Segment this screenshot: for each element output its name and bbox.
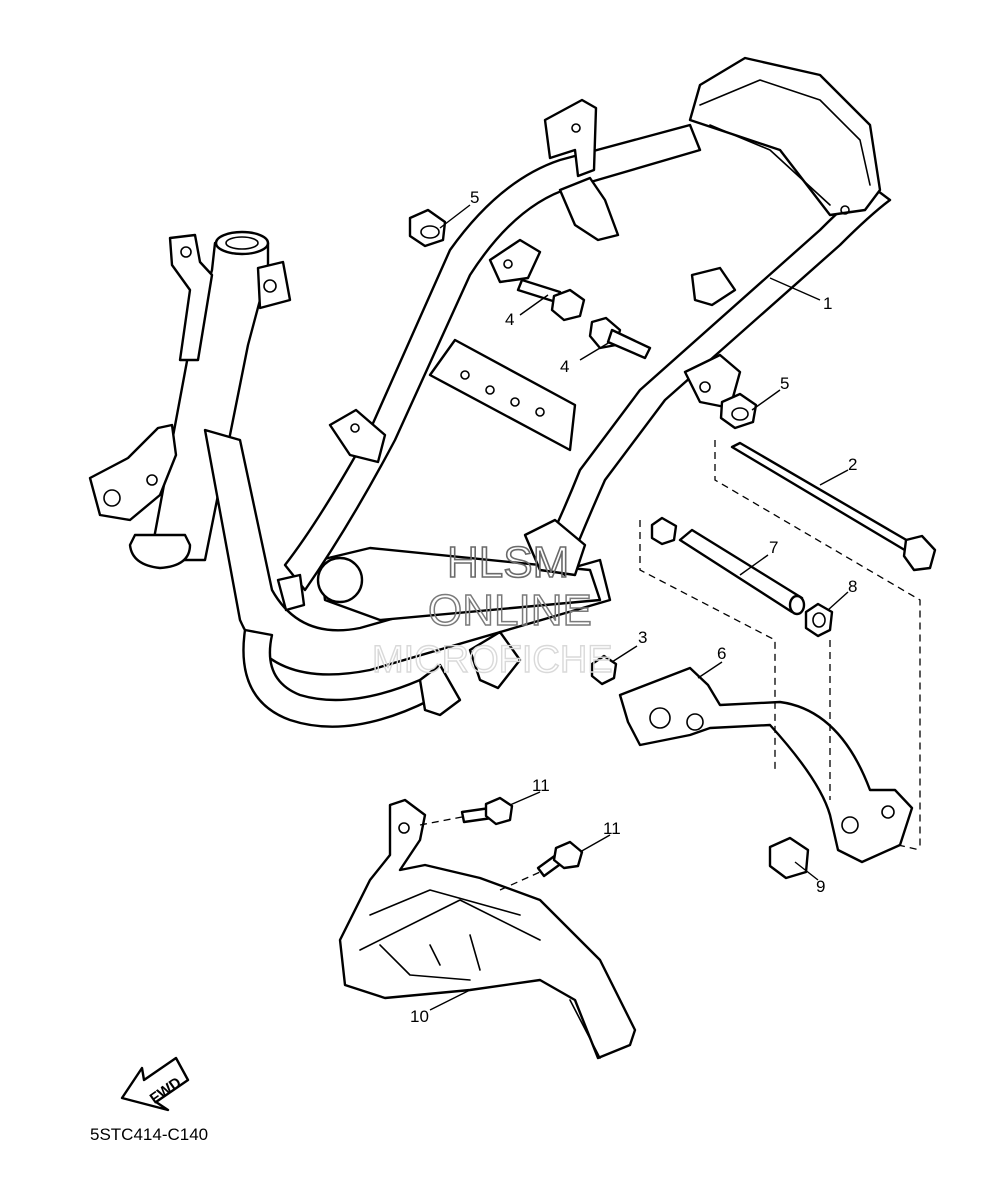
under-guard-part-10 (338, 798, 637, 1060)
callout-6: 6 (717, 644, 726, 663)
engine-bracket-part-6 (618, 666, 914, 864)
nut-part-5-upper (408, 208, 447, 248)
callout-labels: 1 2 3 4 4 5 5 6 7 8 9 10 11 11 (410, 188, 857, 1026)
frame-part-1 (88, 56, 892, 728)
watermark: HLSM ONLINE MICROFICHE (371, 537, 613, 682)
callout-4-upper: 4 (505, 310, 514, 329)
callout-5-lower: 5 (780, 374, 789, 393)
damper-part-9 (768, 836, 810, 880)
callout-9: 9 (816, 877, 825, 896)
watermark-line-2: ONLINE (428, 586, 592, 635)
collar-part-7 (650, 516, 806, 616)
nut-part-3 (590, 654, 618, 686)
bush-part-8 (804, 602, 834, 638)
callout-3: 3 (638, 628, 647, 647)
callout-2: 2 (848, 455, 857, 474)
callout-10: 10 (410, 1007, 429, 1026)
bolt-part-11-upper (460, 796, 514, 826)
leader-lines (429, 204, 849, 1011)
callout-11-upper: 11 (532, 776, 550, 795)
bolt-part-4-lower (588, 316, 652, 360)
bolt-part-4-upper (516, 278, 586, 322)
callout-1: 1 (823, 294, 832, 313)
assembly-lines (419, 440, 921, 891)
nut-part-5-lower (719, 392, 758, 430)
callout-8: 8 (848, 577, 857, 596)
diagram-code: 5STC414-C140 (90, 1125, 208, 1144)
bolt-part-11-lower (536, 840, 584, 878)
callout-7: 7 (769, 538, 778, 557)
callout-5-upper: 5 (470, 188, 479, 207)
watermark-line-3: MICROFICHE (372, 639, 613, 681)
watermark-line-1: HLSM (447, 538, 569, 587)
callout-11-lower: 11 (603, 819, 621, 838)
fwd-arrow-icon: FWD (120, 1056, 190, 1112)
bolt-part-2-long (730, 441, 937, 572)
callout-4-lower: 4 (560, 357, 569, 376)
